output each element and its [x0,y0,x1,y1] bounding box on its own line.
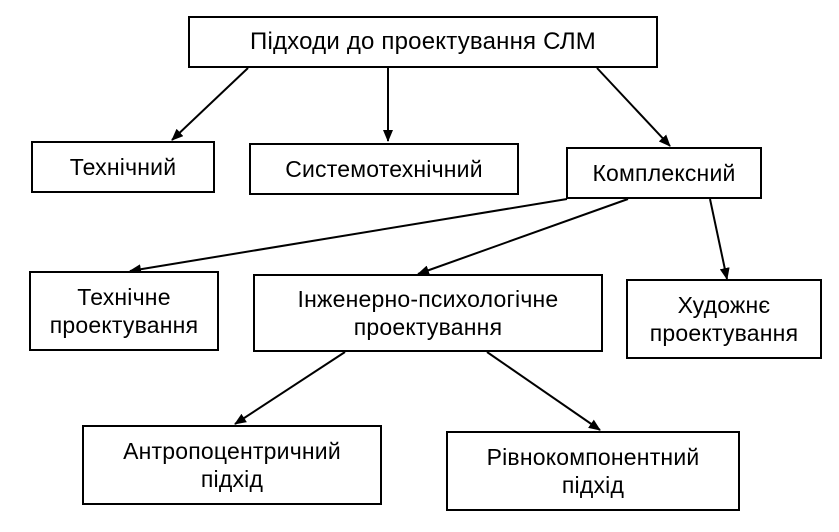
artistic-design-node: Художнє проектування [626,279,822,359]
engineering-psychological-design-label: Інженерно-психологічне проектування [297,286,559,340]
anthropocentric-node: Антропоцентричний підхід [82,425,382,505]
edge-root-to-complex [596,67,671,147]
technical-design-node: Технічне проектування [29,271,219,351]
artistic-design-label: Художнє проектування [649,292,799,346]
technical-node: Технічний [31,141,215,193]
edge-root-to-technical [171,67,249,141]
root-label: Підходи до проектування СЛМ [250,28,596,55]
complex-label: Комплексний [592,160,736,186]
edge-complex-to-technical-design [129,198,568,275]
root-node: Підходи до проектування СЛМ [188,16,658,68]
complex-node: Комплексний [566,147,762,199]
edge-complex-to-engineering-design [417,198,629,276]
edge-engineering-to-equicomponent [486,351,601,431]
technical-design-label: Технічне проектування [49,284,199,338]
edge-engineering-to-anthropocentric [234,351,346,425]
technical-label: Технічний [69,154,177,180]
equicomponent-label: Рівнокомпонентний підхід [486,444,700,498]
equicomponent-node: Рівнокомпонентний підхід [446,431,740,511]
engineering-psychological-design-node: Інженерно-психологічне проектування [253,274,603,352]
edge-complex-to-artistic-design [709,198,730,280]
systemotechnical-label: Системотехнічний [285,156,483,182]
systemotechnical-node: Системотехнічний [249,143,519,195]
anthropocentric-label: Антропоцентричний підхід [123,438,341,492]
